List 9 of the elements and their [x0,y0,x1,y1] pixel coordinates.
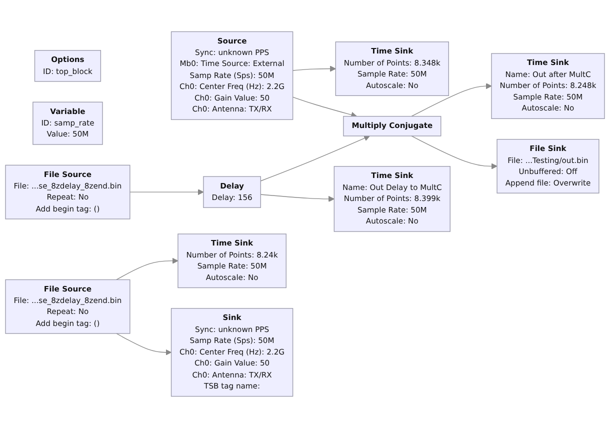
arrow [130,189,204,196]
arrow [260,194,334,202]
arrow [116,333,172,356]
arrow [411,83,492,117]
arrow [292,66,336,72]
arrow [292,96,357,118]
arrow [260,135,370,182]
arrow [411,136,498,170]
arrow [116,258,178,280]
